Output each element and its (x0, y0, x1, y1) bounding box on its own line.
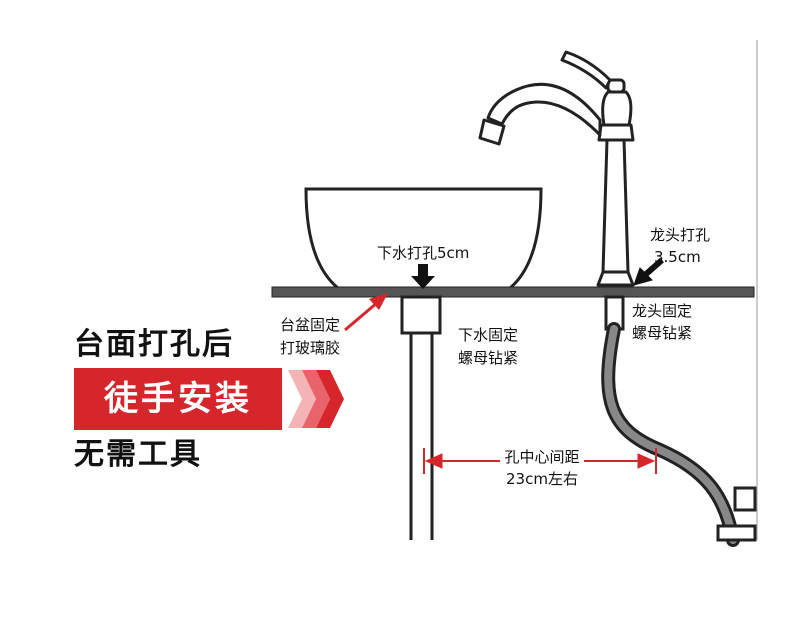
promo-highlight-text: 徒手安装 (104, 379, 252, 419)
drain-fix-label-line1: 下水固定 (458, 326, 519, 344)
distance-dimension (423, 448, 657, 474)
countertop (271, 286, 755, 298)
faucet-fix-label-line2: 螺母钻紧 (632, 324, 693, 342)
basin-fix-label-line1: 台盆固定 (280, 316, 341, 334)
chevron-arrows-icon (288, 370, 344, 428)
promo-line-1: 台面打孔后 (74, 327, 234, 362)
distance-label-line1: 孔中心间距 (504, 448, 580, 466)
promo-line-3: 无需工具 (74, 437, 202, 472)
faucet-fix-label-line1: 龙头固定 (632, 302, 693, 320)
drain-nut (400, 295, 442, 335)
basin-fix-arrow (344, 293, 388, 332)
basin-fix-label-line2: 打玻璃胶 (280, 339, 341, 357)
faucet-hole-label-line2: 3.5cm (654, 248, 701, 266)
faucet-hose-inner (604, 325, 737, 544)
angle-valve (733, 486, 757, 512)
drain-fix-label-line2: 螺母钻紧 (458, 349, 519, 367)
faucet-hole-arrow (633, 257, 664, 286)
drain-hole-label: 下水打孔5cm (377, 244, 470, 262)
faucet-hole-label-line1: 龙头打孔 (650, 226, 711, 244)
distance-label-line2: 23cm左右 (506, 470, 578, 488)
angle-valve-base (716, 524, 757, 542)
promo-highlight-banner: 徒手安装 (74, 368, 282, 430)
drain-hole-arrow (411, 264, 435, 289)
faucet (478, 50, 635, 287)
